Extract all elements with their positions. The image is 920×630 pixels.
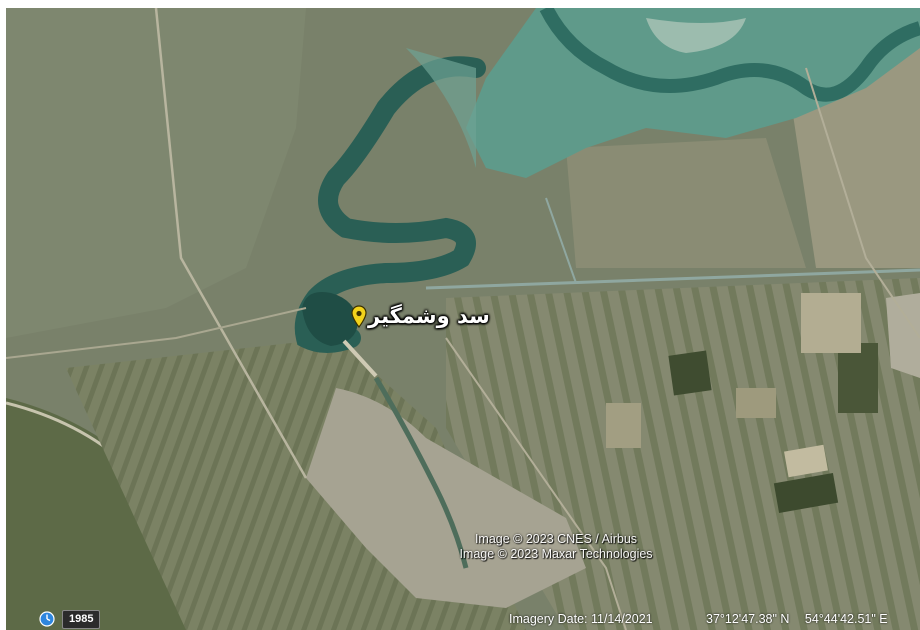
place-label[interactable]: سد وشمگیر <box>368 304 490 328</box>
dam-lake <box>302 292 358 346</box>
field-dark-3 <box>773 473 839 513</box>
coordinates-readout: 37°12'47.38" N 54°44'42.51" E <box>706 612 900 626</box>
dam-wall <box>342 339 378 378</box>
road-north-south <box>154 8 308 479</box>
reservoir-deep-channel <box>539 8 920 102</box>
historical-year-badge[interactable]: 1985 <box>62 610 101 629</box>
river-bank-shallow <box>406 48 476 168</box>
road-diagonal <box>445 337 627 630</box>
longitude-readout: 54°44'42.51" E <box>804 612 888 626</box>
road-west <box>6 307 307 359</box>
stream-south <box>373 376 469 569</box>
terrain-northwest <box>6 8 306 338</box>
field-light-4 <box>606 403 641 448</box>
field-dark-1 <box>668 350 712 396</box>
settlement-area <box>306 388 586 608</box>
imagery-attribution: Image © 2023 CNES / Airbus Image © 2023 … <box>406 532 706 562</box>
imagery-date: Imagery Date: 11/14/2021 <box>509 612 653 626</box>
canal-east <box>545 197 577 284</box>
attribution-line-1: Image © 2023 CNES / Airbus <box>474 532 638 546</box>
status-bar: 1985 Imagery Date: 11/14/2021 37°12'47.3… <box>6 608 920 630</box>
reservoir-island <box>646 18 746 53</box>
road-northeast <box>805 67 920 339</box>
history-clock-icon[interactable] <box>39 611 55 627</box>
field-dark-2 <box>838 343 878 413</box>
placemark-pin[interactable] <box>350 305 368 329</box>
placemark-icon <box>351 305 367 328</box>
attribution-line-2: Image © 2023 Maxar Technologies <box>459 547 653 561</box>
terrain-southwest <box>6 398 206 630</box>
field-light-2 <box>784 444 828 478</box>
latitude-readout: 37°12'47.38" N <box>706 612 790 626</box>
map-viewport[interactable]: سد وشمگیر Image © 2023 CNES / Airbus Ima… <box>6 8 920 630</box>
road-east-west <box>425 268 920 290</box>
satellite-imagery[interactable] <box>6 8 920 630</box>
settlement-area-east <box>886 293 920 378</box>
field-light-3 <box>736 388 776 418</box>
field-light-1 <box>801 293 861 353</box>
terrain-northeast <box>566 138 806 268</box>
